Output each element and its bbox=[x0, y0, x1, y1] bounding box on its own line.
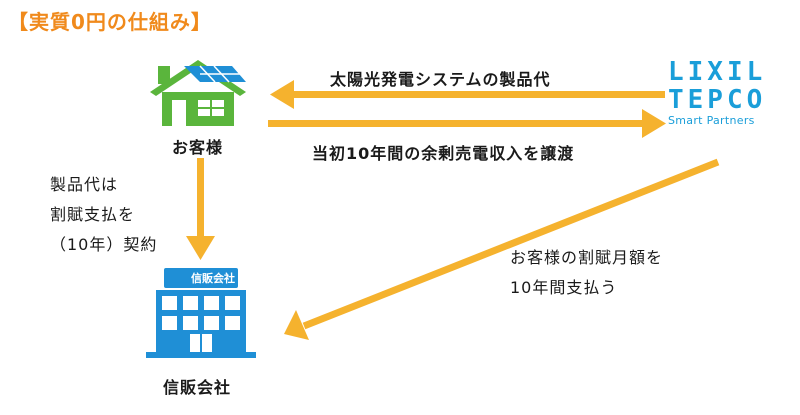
arrow-surplus-income bbox=[268, 109, 666, 138]
building-sign-label: 信販会社 bbox=[191, 271, 235, 285]
installment-payment-label: お客様の割賦月額を 10年間支払う bbox=[510, 243, 663, 303]
lixil-tepco-logo: LIXIL TEPCO Smart Partners bbox=[668, 58, 786, 146]
arrow-installment-contract bbox=[186, 158, 215, 260]
arrow-product-fee bbox=[270, 80, 665, 109]
installment-contract-line-3: （10年）契約 bbox=[50, 235, 158, 254]
installment-contract-label: 製品代は 割賦支払を （10年）契約 bbox=[50, 170, 157, 260]
logo-line-2: TEPCO bbox=[668, 85, 767, 115]
product-fee-label: 太陽光発電システムの製品代 bbox=[330, 70, 551, 89]
diagram-title: 【実質0円の仕組み】 bbox=[8, 10, 212, 34]
building-icon bbox=[146, 268, 256, 358]
arrow-installment-payment bbox=[284, 158, 720, 340]
customer-label: お客様 bbox=[172, 138, 224, 157]
installment-contract-line-1: 製品代は bbox=[50, 175, 119, 194]
logo-line-3: Smart Partners bbox=[668, 114, 755, 127]
credit-company-label: 信販会社 bbox=[163, 378, 232, 397]
surplus-income-label: 当初10年間の余剰売電収入を譲渡 bbox=[312, 144, 575, 163]
installment-payment-line-1: お客様の割賦月額を bbox=[510, 248, 664, 267]
installment-contract-line-2: 割賦支払を bbox=[50, 205, 136, 224]
house-icon bbox=[150, 60, 246, 126]
installment-payment-line-2: 10年間支払う bbox=[510, 278, 618, 297]
logo-line-1: LIXIL bbox=[668, 57, 767, 87]
